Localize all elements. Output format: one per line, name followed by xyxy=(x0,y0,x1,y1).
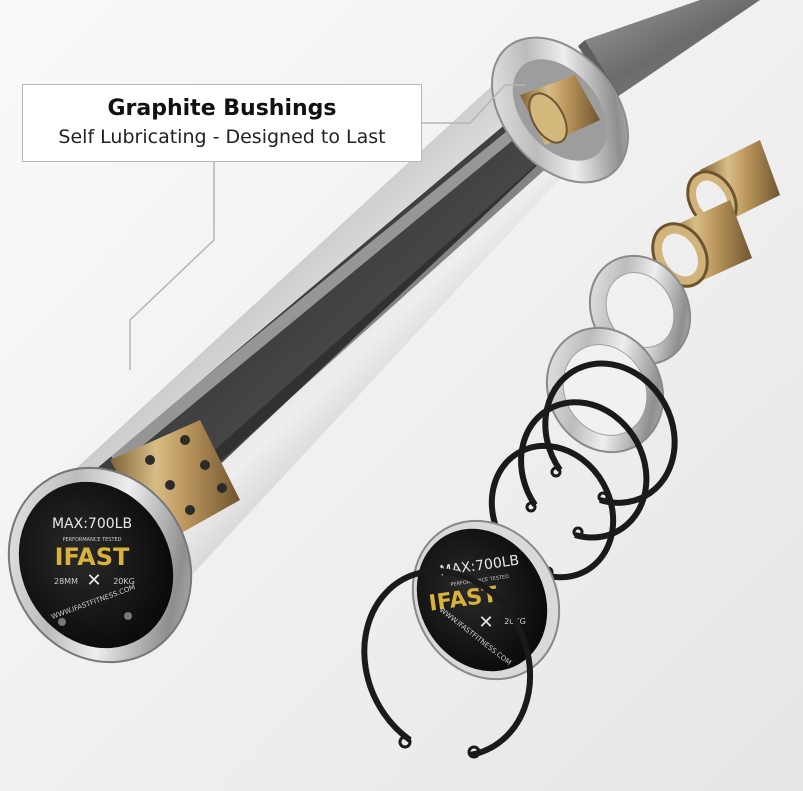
cap-left-diameter: 28MM xyxy=(54,577,78,586)
snap-ring-1-eyelet xyxy=(550,466,562,478)
snap-ring-2-eyelet-2 xyxy=(572,526,584,538)
graphite-bushings-callout: Graphite Bushings Self Lubricating - Des… xyxy=(22,84,422,162)
callout-subtitle: Self Lubricating - Designed to Last xyxy=(58,126,386,148)
cap-loose-cross-icon: ✕ xyxy=(478,612,493,633)
graphite-bushing-rear xyxy=(520,75,600,145)
snap-ring-2-eyelet xyxy=(525,501,537,513)
end-cap-loose: MAX:700LB PERFORMANCE TESTED IFAST ✕ 20K… xyxy=(411,519,561,681)
cap-left-rating: MAX:700LB xyxy=(52,516,132,532)
snap-ring-front xyxy=(361,568,534,759)
snap-rings xyxy=(488,360,678,581)
callout-title: Graphite Bushings xyxy=(107,96,337,121)
callout-leader-lines xyxy=(129,84,525,370)
cap-left-weight: 20KG xyxy=(113,577,135,586)
cap-left-brand: IFAST xyxy=(55,543,130,571)
snap-ring-3 xyxy=(488,442,617,581)
end-cap-left: MAX:700LB PERFORMANCE TESTED IFAST 28MM … xyxy=(18,481,174,649)
cap-left-cross-icon: ✕ xyxy=(86,570,101,591)
cap-left-tagline: PERFORMANCE TESTED xyxy=(62,537,121,543)
barbell-sleeve xyxy=(20,60,605,620)
